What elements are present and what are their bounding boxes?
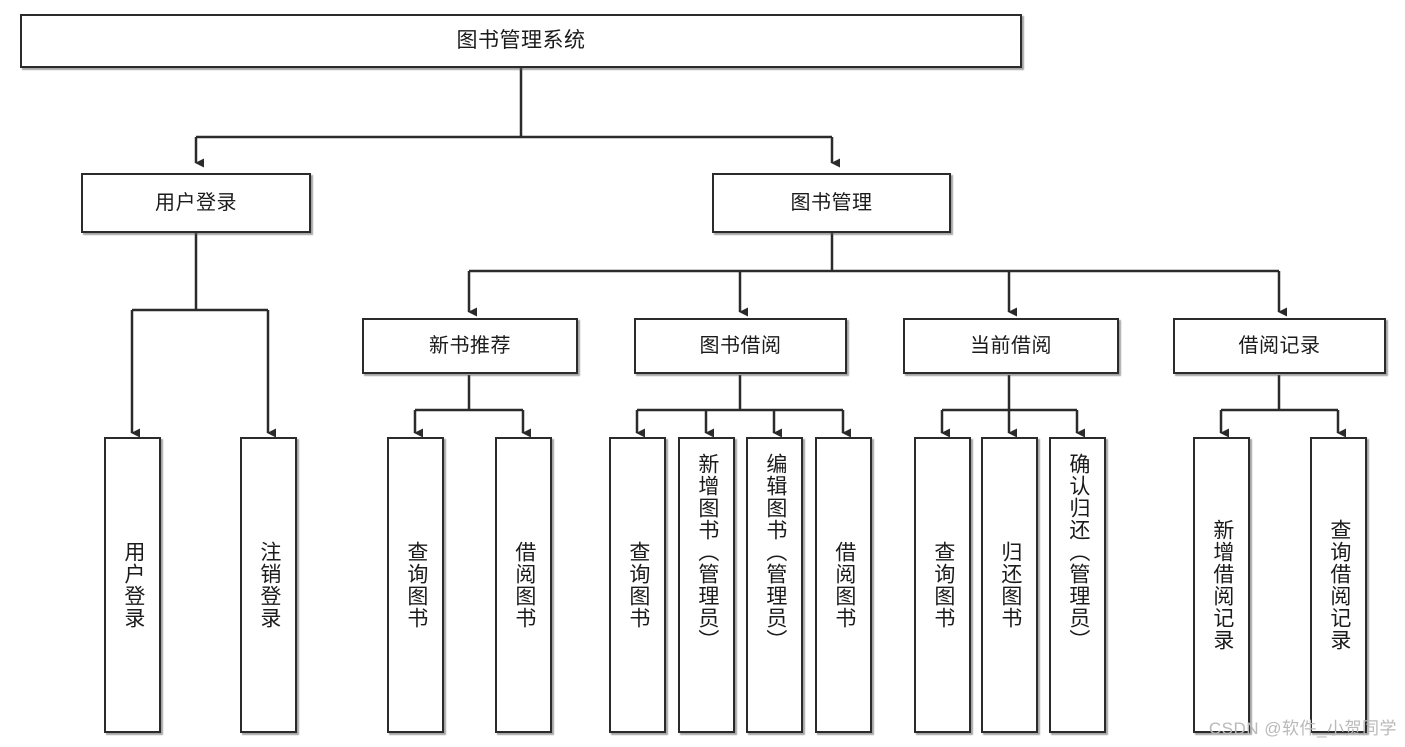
watermark: CSDN @软件_小贺同学: [1208, 719, 1397, 738]
leaf-book-borrow-borrow[interactable]: 借阅图书: [815, 437, 872, 733]
node-label: 归还图书: [998, 541, 1022, 629]
node-label: 用户登录: [155, 191, 237, 214]
node-label: 图书管理系统: [456, 28, 586, 52]
node-label: 借阅图书: [832, 541, 856, 629]
node-label: 借阅记录: [1238, 334, 1321, 357]
node-label: 确认归还（管理员）: [1066, 453, 1090, 651]
leaf-current-borrow-return[interactable]: 归还图书: [981, 437, 1038, 733]
node-root-system[interactable]: 图书管理系统: [20, 14, 1022, 68]
leaf-current-borrow-confirm-return[interactable]: 确认归还（管理员）: [1049, 437, 1106, 733]
node-label: 查询图书: [626, 541, 650, 629]
leaf-user-login-logout[interactable]: 注销登录: [240, 437, 297, 733]
node-label: 新增图书（管理员）: [695, 453, 719, 651]
leaf-book-borrow-add[interactable]: 新增图书（管理员）: [678, 437, 735, 733]
leaf-book-borrow-query[interactable]: 查询图书: [609, 437, 666, 733]
node-label: 新书推荐: [429, 334, 511, 357]
node-new-book-recommend[interactable]: 新书推荐: [362, 318, 578, 374]
node-label: 当前借阅: [970, 334, 1052, 357]
node-label: 图书借阅: [699, 334, 782, 357]
leaf-book-borrow-edit[interactable]: 编辑图书（管理员）: [746, 437, 803, 733]
node-label: 注销登录: [257, 541, 281, 629]
node-label: 用户登录: [121, 541, 145, 629]
leaf-borrow-record-add[interactable]: 新增借阅记录: [1193, 437, 1250, 733]
node-borrow-record[interactable]: 借阅记录: [1173, 318, 1386, 374]
node-user-login[interactable]: 用户登录: [81, 173, 311, 233]
leaf-current-borrow-query[interactable]: 查询图书: [914, 437, 971, 733]
node-current-borrow[interactable]: 当前借阅: [903, 318, 1119, 374]
node-label: 查询图书: [404, 541, 428, 629]
leaf-new-book-query[interactable]: 查询图书: [387, 437, 444, 733]
node-book-borrow[interactable]: 图书借阅: [634, 318, 847, 374]
node-label: 新增借阅记录: [1210, 519, 1234, 651]
node-label: 借阅图书: [512, 541, 536, 629]
node-book-management[interactable]: 图书管理: [712, 173, 951, 233]
node-label: 查询借阅记录: [1327, 519, 1351, 651]
leaf-new-book-borrow[interactable]: 借阅图书: [495, 437, 552, 733]
leaf-borrow-record-query[interactable]: 查询借阅记录: [1310, 437, 1367, 733]
node-label: 编辑图书（管理员）: [763, 453, 787, 651]
node-label: 图书管理: [790, 191, 873, 214]
leaf-user-login-login[interactable]: 用户登录: [104, 437, 161, 733]
node-label: 查询图书: [931, 541, 955, 629]
